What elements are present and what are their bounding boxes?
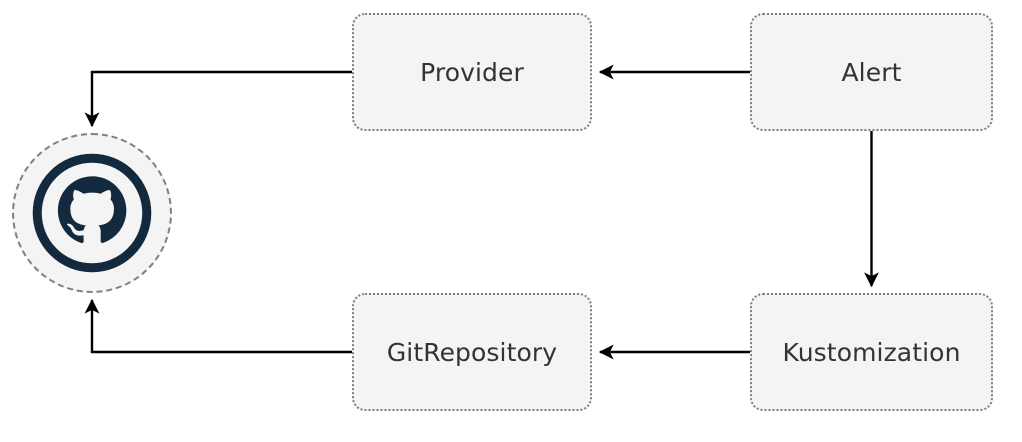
node-alert-label: Alert	[841, 57, 902, 87]
node-kustomization-label: Kustomization	[782, 337, 961, 367]
node-gitrepository-label: GitRepository	[386, 337, 558, 367]
edge-gitrepository-to-github	[84, 298, 352, 354]
node-github[interactable]	[12, 133, 172, 293]
node-provider-label: Provider	[420, 57, 524, 87]
github-icon	[30, 151, 154, 275]
node-provider[interactable]: Provider	[352, 13, 592, 131]
node-alert[interactable]: Alert	[750, 13, 993, 131]
node-kustomization[interactable]: Kustomization	[750, 293, 993, 411]
edge-provider-to-github	[84, 70, 352, 128]
node-gitrepository[interactable]: GitRepository	[352, 293, 592, 411]
